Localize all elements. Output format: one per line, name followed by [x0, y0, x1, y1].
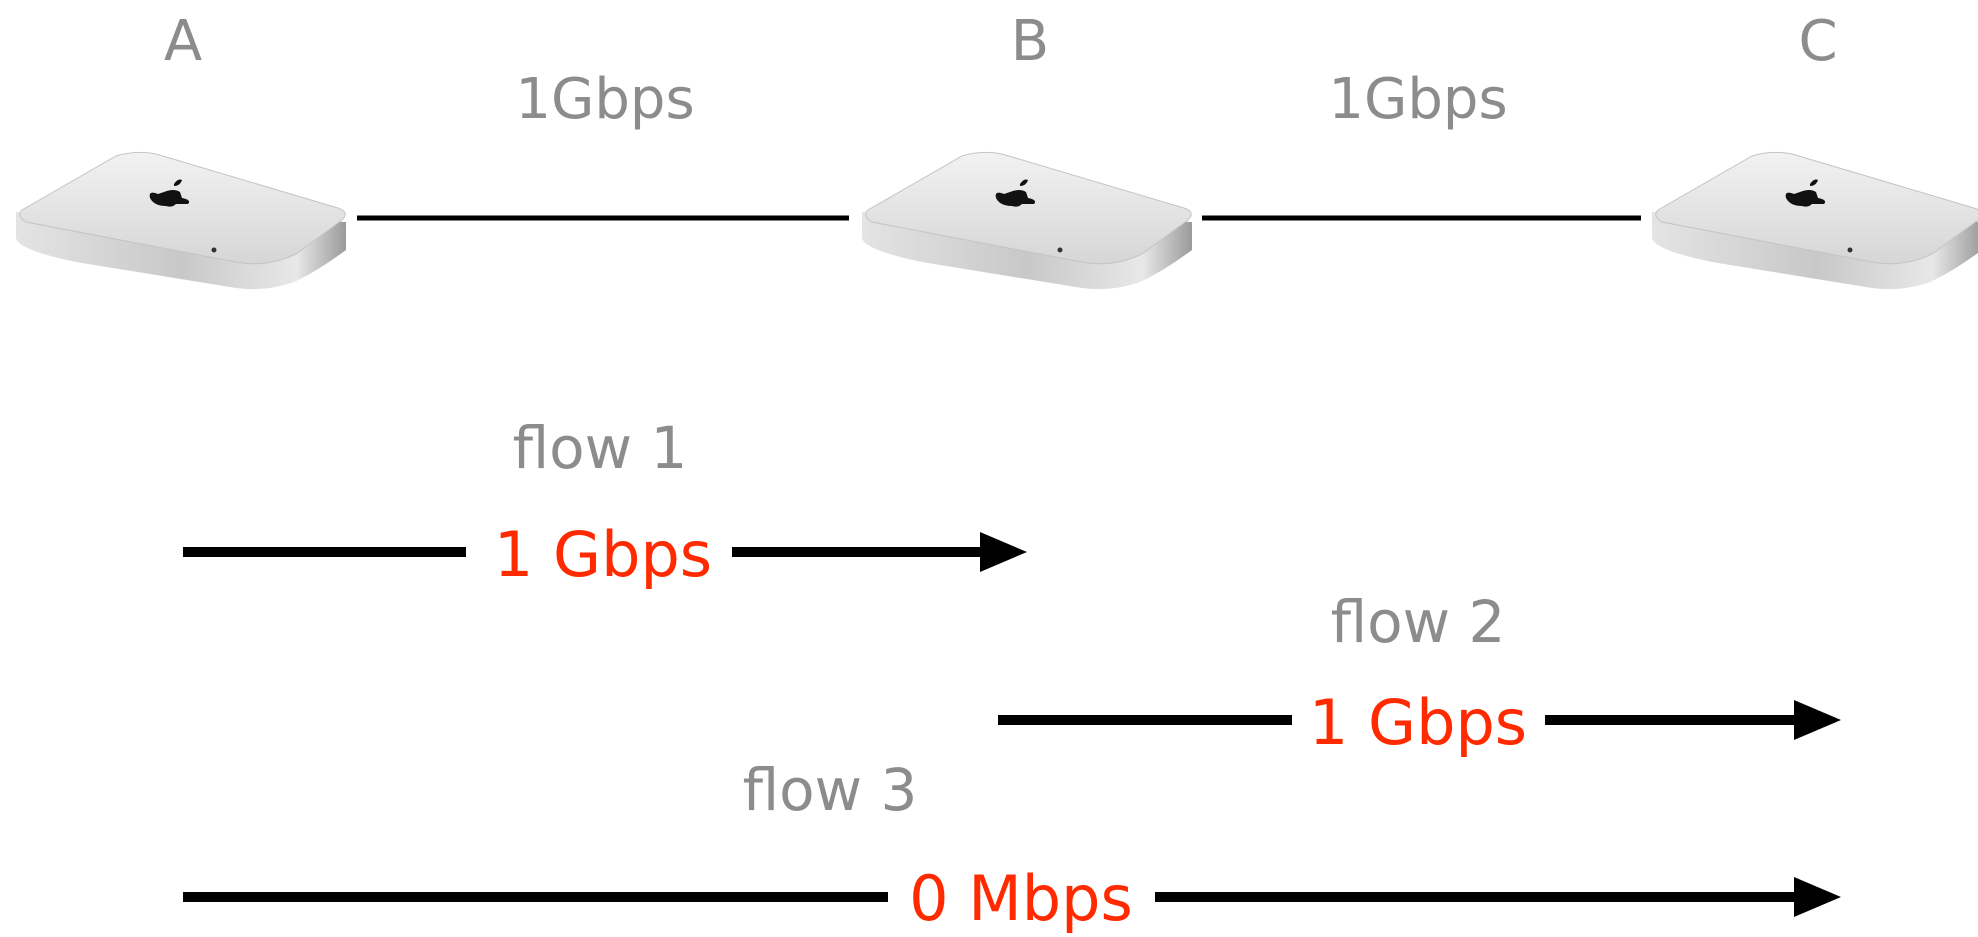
flow-2-rate: 1 Gbps — [1309, 686, 1527, 759]
flow-1-name: flow 1 — [513, 414, 688, 482]
link-capacity-bc: 1Gbps — [1328, 67, 1507, 132]
flow-3-name: flow 3 — [743, 756, 918, 824]
flow-2-name: flow 2 — [1331, 588, 1506, 656]
node-label-b: B — [1011, 9, 1049, 74]
flow-3-arrowhead — [1794, 877, 1841, 917]
flow-2-arrowhead — [1794, 700, 1841, 740]
mac-mini-icon — [15, 151, 347, 290]
flow-1-arrowhead — [980, 532, 1027, 572]
node-label-c: C — [1798, 9, 1837, 74]
mac-mini-icon — [1651, 151, 1978, 290]
mac-mini-icon — [861, 151, 1193, 290]
node-label-a: A — [164, 9, 202, 74]
flow-3-rate: 0 Mbps — [909, 862, 1133, 933]
flow-1-rate: 1 Gbps — [494, 518, 712, 591]
link-capacity-ab: 1Gbps — [515, 67, 694, 132]
